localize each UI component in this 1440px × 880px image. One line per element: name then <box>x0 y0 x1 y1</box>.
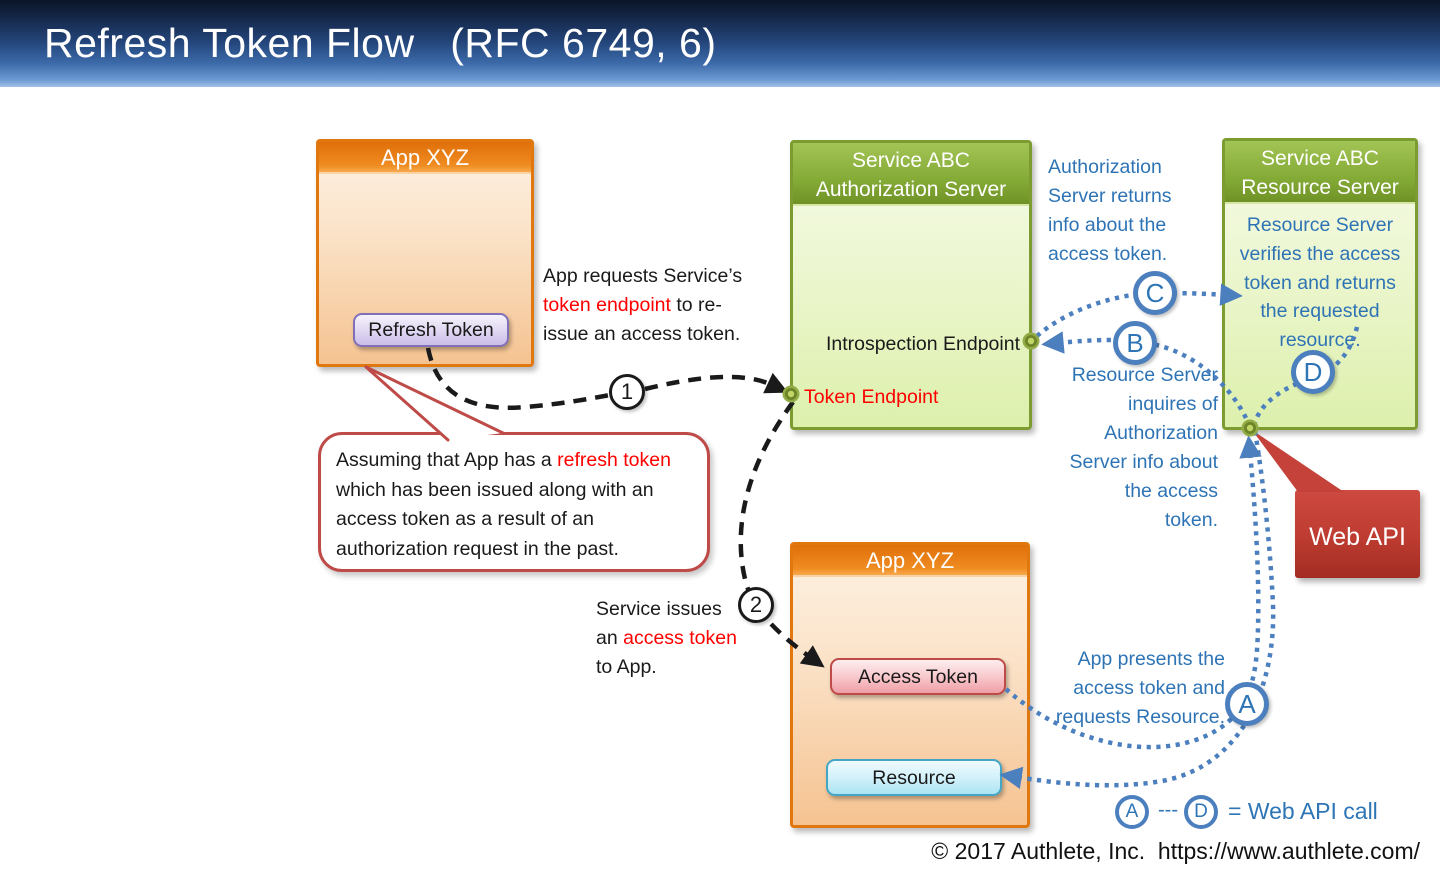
web-api-pointer-shape <box>1252 430 1344 492</box>
app-xyz-bottom-panel: App XYZ Access Token Resource <box>790 542 1030 828</box>
footer-copyright: © 2017 Authlete, Inc. https://www.authle… <box>931 838 1420 864</box>
slide-title: Refresh Token Flow (RFC 6749, 6) <box>44 20 717 66</box>
note-app-presents: App presents the access token and reques… <box>1055 648 1225 728</box>
callout-pointer-edge <box>364 365 450 442</box>
legend-marker-d: D <box>1184 795 1218 829</box>
resource-server-title-line1: Service ABC <box>1261 147 1379 170</box>
note-authorization-returns: Authorization Server returns info about … <box>1048 156 1172 265</box>
step1-text-post: to re-issue an access token. <box>543 294 741 345</box>
resource-chip: Resource <box>826 759 1002 796</box>
step2-text-pre: Service issues an <box>596 598 722 649</box>
callout-pointer-shape <box>366 367 503 440</box>
access-token-chip: Access Token <box>830 658 1006 695</box>
legend-range-dashes: --- <box>1158 799 1178 821</box>
refresh-token-callout-bubble: Assuming that App has a refresh token wh… <box>318 432 710 572</box>
legend-marker-a: A <box>1115 795 1149 829</box>
authorization-server-title-line2: Authorization Server <box>815 178 1007 201</box>
authorization-server-panel: Service ABC Authorization Server Introsp… <box>790 140 1032 430</box>
callout-text-post: which has been issued along with an acce… <box>336 478 654 560</box>
legend-label: = Web API call <box>1228 798 1378 824</box>
call-marker-b: B <box>1113 321 1157 365</box>
app-xyz-bottom-title: App XYZ <box>793 545 1027 577</box>
step1-text-highlight: token endpoint <box>543 294 671 316</box>
step-marker-1: 1 <box>609 374 645 410</box>
web-api-label: Web API <box>1309 522 1406 551</box>
step2-text-highlight: access token <box>623 627 737 649</box>
step-marker-2: 2 <box>738 587 774 623</box>
call-marker-a: A <box>1225 682 1269 726</box>
authorization-server-title-line1: Service ABC <box>852 149 970 172</box>
resource-server-title-line2: Resource Server <box>1241 176 1399 199</box>
note-resource-inquires: Resource Server inquires of Authorizatio… <box>1069 364 1218 531</box>
call-marker-d: D <box>1291 350 1335 394</box>
callout-pointer-edge <box>364 365 505 435</box>
step2-description: Service issues an access token to App. <box>596 595 744 682</box>
introspection-endpoint-label: Introspection Endpoint <box>825 333 1020 355</box>
web-api-callout-box: Web API <box>1295 490 1420 578</box>
slide-title-bar: Refresh Token Flow (RFC 6749, 6) <box>0 0 1440 87</box>
resource-server-panel: Service ABC Resource Server Resource Ser… <box>1222 138 1418 430</box>
resource-server-title: Service ABC Resource Server <box>1225 141 1415 204</box>
app-xyz-top-title: App XYZ <box>319 142 531 174</box>
app-xyz-top-panel: App XYZ Refresh Token <box>316 139 534 367</box>
call-marker-c: C <box>1133 271 1177 315</box>
arrow-step1-request-head <box>644 372 789 394</box>
step1-text-pre: App requests Service’s <box>543 265 743 287</box>
resource-server-note: Resource Server verifies the access toke… <box>1239 214 1401 352</box>
token-endpoint-label: Token Endpoint <box>804 386 939 408</box>
authorization-server-title: Service ABC Authorization Server <box>793 143 1029 206</box>
refresh-token-chip: Refresh Token <box>353 313 509 347</box>
callout-text-highlight: refresh token <box>557 449 671 471</box>
callout-text-pre: Assuming that App has a <box>336 449 558 471</box>
step2-text-post: to App. <box>596 656 657 678</box>
step1-description: App requests Service’s token endpoint to… <box>543 262 753 349</box>
